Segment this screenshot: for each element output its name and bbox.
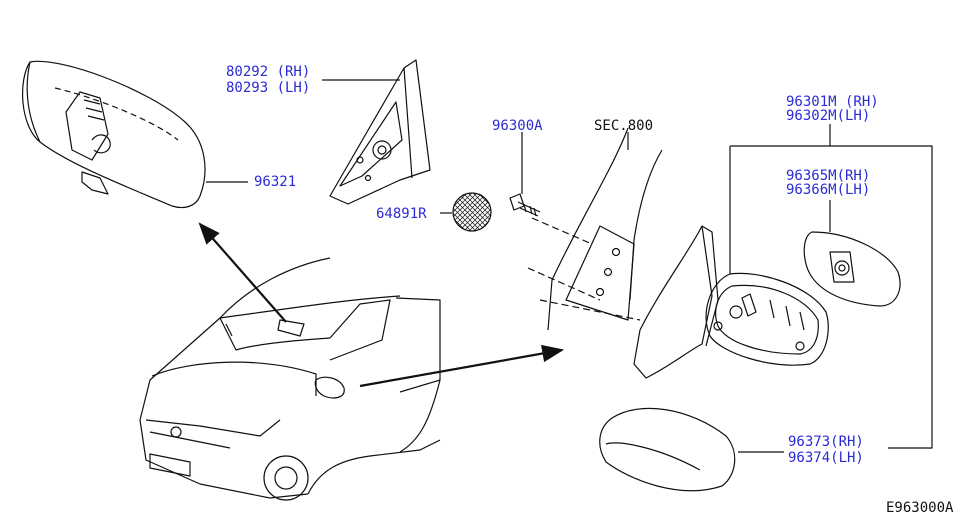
label-glass-lh: 96366M(LH) — [786, 182, 871, 198]
mirror-base-bracket — [329, 59, 431, 205]
diagram-code: E963000A — [886, 500, 954, 516]
label-base-lh: 80293 (LH) — [226, 80, 311, 96]
label-glass-rh: 96365M(RH) — [786, 168, 871, 184]
label-section: SEC.800 — [594, 118, 654, 134]
label-screw: 96300A — [492, 118, 543, 134]
label-mirror-assy-lh: 96302M(LH) — [786, 108, 871, 124]
vehicle-illustration — [139, 257, 441, 501]
label-inner-mirror: 96321 — [254, 174, 297, 190]
mirror-housing — [633, 225, 719, 379]
mirror-cover — [599, 407, 736, 492]
inside-mirror — [21, 60, 206, 209]
leader-lines — [206, 79, 933, 453]
label-cover-rh: 96373(RH) — [788, 434, 864, 450]
label-plug: 64891R — [376, 206, 427, 222]
label-mirror-assy-rh: 96301M (RH) — [786, 94, 879, 110]
mirror-glass — [803, 231, 901, 307]
label-cover-lh: 96374(LH) — [788, 450, 864, 466]
pointer-arrows — [198, 222, 565, 388]
plug-grommet — [452, 192, 492, 232]
label-base-rh: 80292 (RH) — [226, 64, 311, 80]
mirror-actuator — [705, 272, 829, 366]
door-section — [527, 127, 663, 331]
screw — [509, 193, 541, 217]
